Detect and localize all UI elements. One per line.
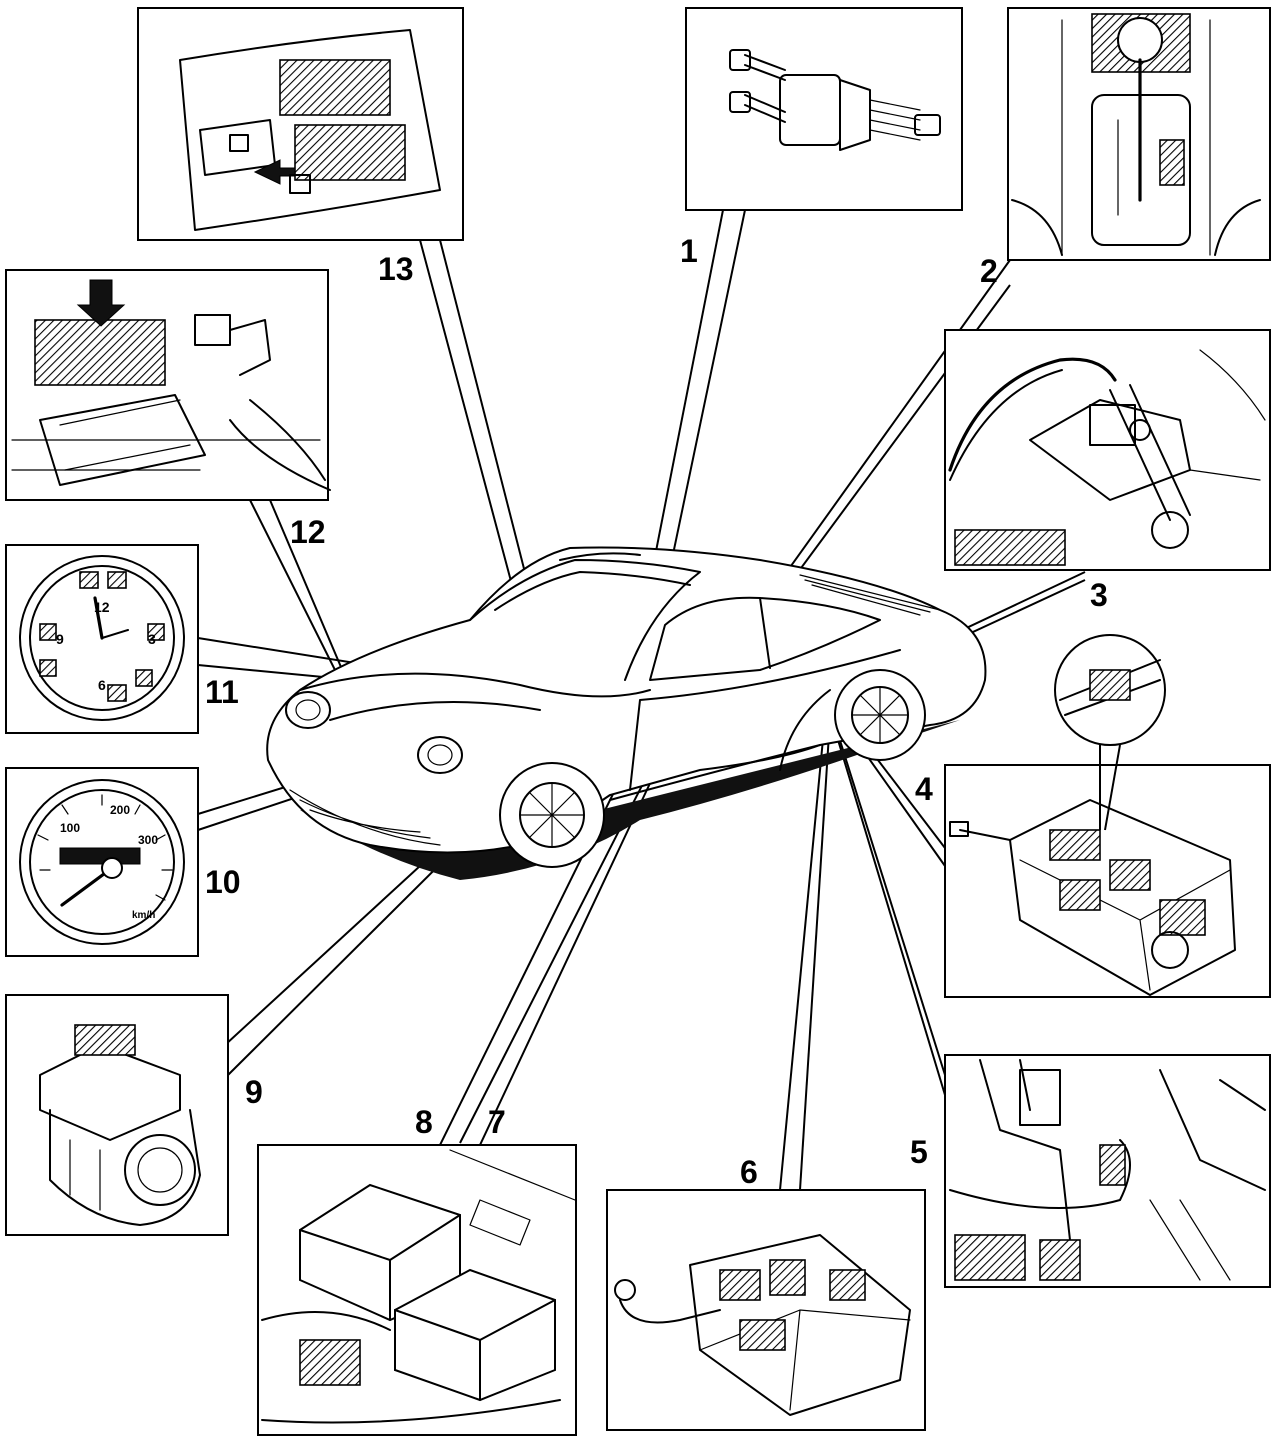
leader-5b bbox=[831, 719, 946, 1096]
panel-5-harness bbox=[944, 1054, 1271, 1288]
panel-10-speedometer: 100 200 300 km/h bbox=[5, 767, 199, 957]
panel-8-7-control-units bbox=[257, 1144, 577, 1436]
callout-3: 3 bbox=[1090, 577, 1108, 613]
callout-8: 8 bbox=[415, 1104, 433, 1140]
leader-5 bbox=[831, 714, 946, 1076]
speedo-unit: km/h bbox=[132, 910, 155, 921]
panel-6-solenoids bbox=[606, 1189, 926, 1431]
panel-13-relay-carrier bbox=[137, 7, 464, 241]
clock-number-6: 6 bbox=[98, 677, 106, 693]
car-illustration bbox=[266, 546, 987, 880]
panel-12-control-unit bbox=[5, 269, 331, 501]
callout-2: 2 bbox=[980, 253, 998, 289]
callout-4: 4 bbox=[915, 771, 933, 807]
callout-7: 7 bbox=[488, 1104, 506, 1140]
clock-number-9: 9 bbox=[56, 631, 64, 647]
callout-numbers: 13 1 2 3 4 5 6 7 8 9 10 11 12 bbox=[205, 233, 1108, 1190]
speedo-number-200: 200 bbox=[110, 803, 130, 817]
leader-12 bbox=[249, 499, 351, 701]
panel-2-selector-lever bbox=[1007, 7, 1271, 261]
speedo-number-300: 300 bbox=[138, 833, 158, 847]
clock-number-3: 3 bbox=[148, 631, 156, 647]
callout-11: 11 bbox=[205, 674, 239, 710]
panel-9-sensor bbox=[5, 994, 229, 1236]
panel-3-linkage bbox=[944, 329, 1271, 571]
callout-10: 10 bbox=[205, 864, 241, 900]
clock-number-12: 12 bbox=[94, 599, 110, 615]
leader-6b bbox=[799, 717, 831, 1191]
callout-5: 5 bbox=[910, 1134, 928, 1170]
callout-1: 1 bbox=[680, 233, 698, 269]
callout-9: 9 bbox=[245, 1074, 263, 1110]
leader-6 bbox=[779, 717, 826, 1191]
callout-13: 13 bbox=[378, 251, 414, 287]
callout-12: 12 bbox=[290, 514, 326, 550]
panel-11-clock: 12 3 6 9 bbox=[5, 544, 199, 734]
panel-4-valve-body bbox=[944, 634, 1271, 998]
callout-6: 6 bbox=[740, 1154, 758, 1190]
speedo-number-100: 100 bbox=[60, 821, 80, 835]
panel-1-switch bbox=[685, 7, 963, 211]
